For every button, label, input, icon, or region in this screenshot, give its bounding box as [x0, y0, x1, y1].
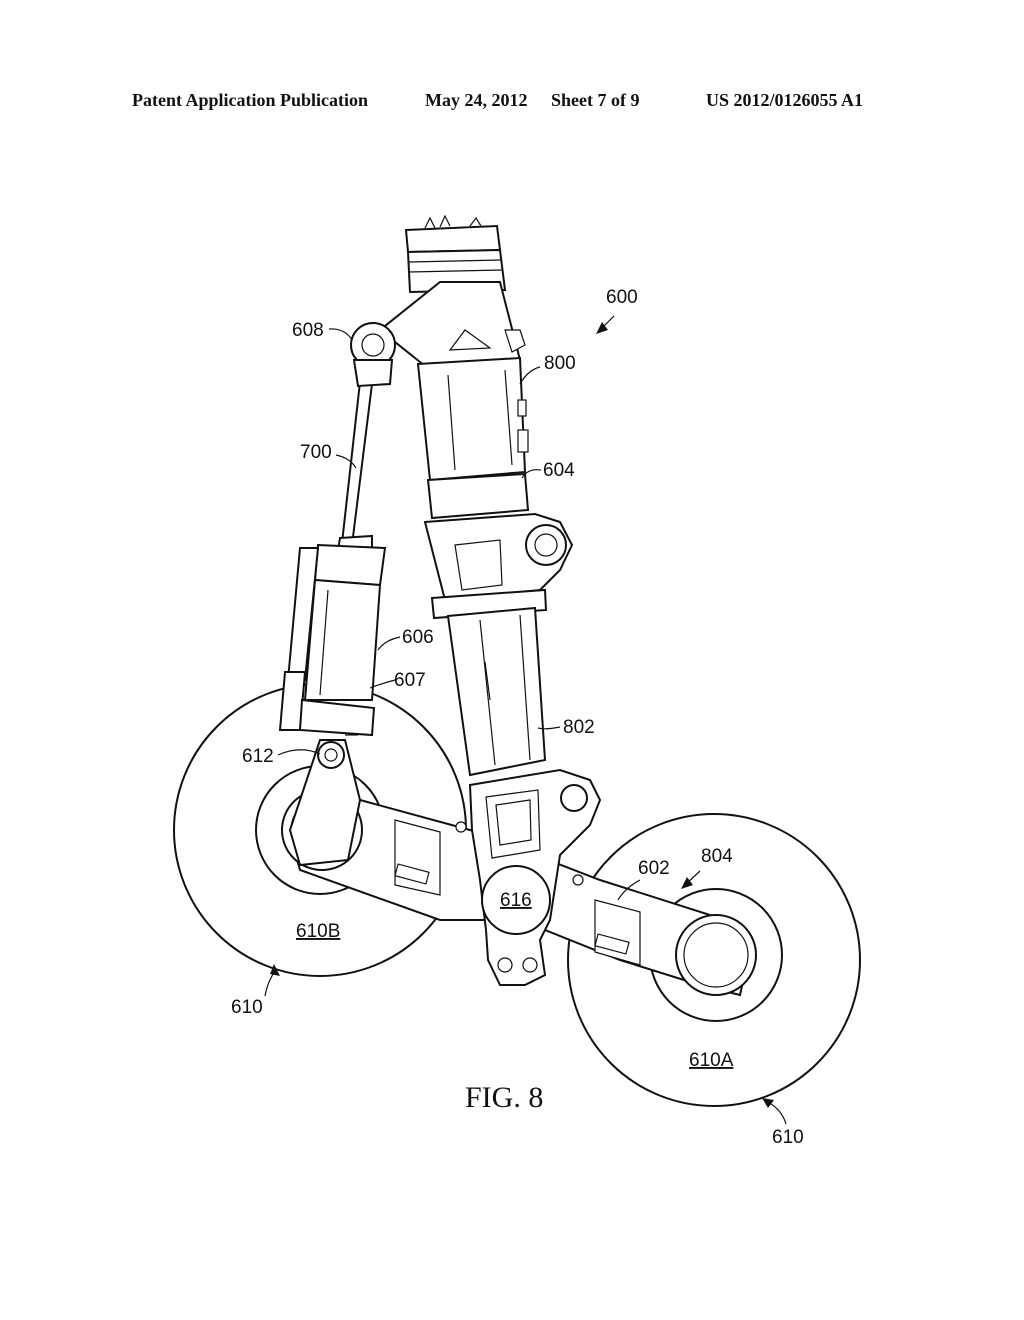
label-804: 804 [701, 846, 733, 867]
leader-lines [264, 315, 787, 1125]
label-610a: 610A [689, 1050, 734, 1071]
label-610-left: 610 [231, 997, 263, 1018]
label-608: 608 [292, 320, 324, 341]
reference-numerals: 600 608 800 700 604 606 607 802 612 804 … [231, 287, 804, 1148]
publication-date: May 24, 2012 [425, 90, 528, 110]
sheet-number: Sheet 7 of 9 [551, 90, 640, 110]
publication-number: US 2012/0126055 A1 [706, 90, 864, 110]
actuator-body-606 [278, 534, 387, 737]
label-800: 800 [544, 353, 576, 374]
page-header: Patent Application Publication May 24, 2… [0, 90, 1024, 114]
pivot-yoke-616 [455, 768, 602, 986]
label-607: 607 [394, 670, 426, 691]
label-610b: 610B [296, 921, 340, 942]
link-612 [288, 739, 362, 867]
label-616: 616 [500, 890, 532, 911]
label-602: 602 [638, 858, 670, 879]
label-612: 612 [242, 746, 274, 767]
figure-caption: FIG. 8 [465, 1081, 543, 1114]
label-700: 700 [300, 442, 332, 463]
label-802: 802 [563, 717, 595, 738]
actuator-700 [340, 322, 396, 547]
strut-collar [423, 512, 574, 620]
label-600: 600 [606, 287, 638, 308]
label-610-right: 610 [772, 1127, 804, 1148]
upper-strut-800 [378, 214, 530, 520]
lower-strut-802 [446, 606, 547, 777]
publication-type: Patent Application Publication [132, 90, 369, 110]
label-604: 604 [543, 460, 575, 481]
label-606: 606 [402, 627, 434, 648]
